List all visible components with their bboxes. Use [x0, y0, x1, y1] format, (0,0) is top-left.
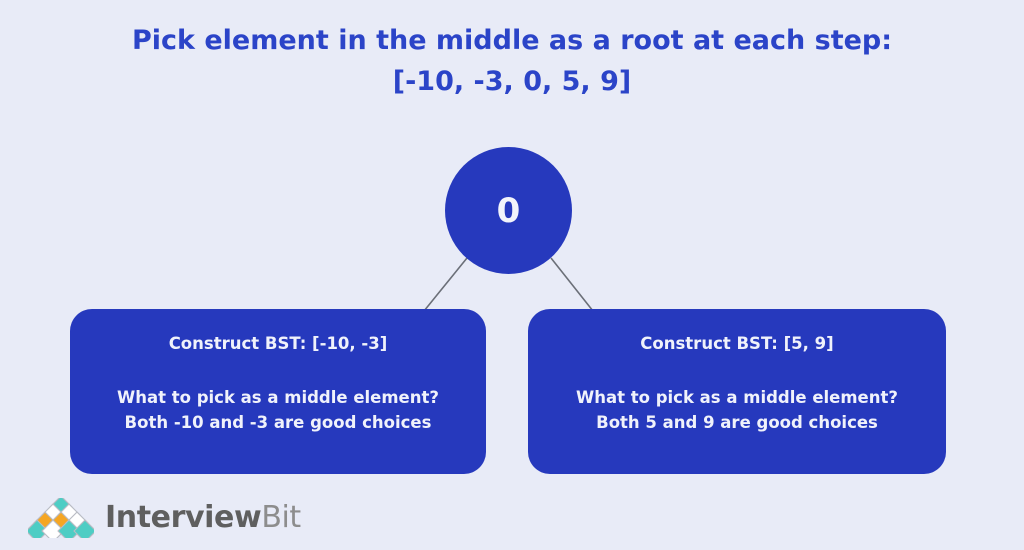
left-child-body: What to pick as a middle element? Both -… — [117, 385, 439, 436]
page-title: Pick element in the middle as a root at … — [0, 20, 1024, 102]
tree-root-node[interactable]: 0 — [445, 147, 572, 274]
edge-root-to-left-child — [423, 257, 468, 312]
left-child-title: Construct BST: [-10, -3] — [168, 334, 388, 353]
page-title-line-2: [-10, -3, 0, 5, 9] — [392, 66, 632, 97]
right-child-question: What to pick as a middle element? — [576, 387, 898, 407]
left-child-box[interactable]: Construct BST: [-10, -3] What to pick as… — [70, 309, 486, 474]
interviewbit-wordmark: InterviewBit — [105, 503, 301, 533]
right-child-box[interactable]: Construct BST: [5, 9] What to pick as a … — [528, 309, 946, 474]
left-child-answer: Both -10 and -3 are good choices — [124, 413, 432, 433]
interviewbit-logo[interactable]: InterviewBit — [28, 494, 301, 542]
page-title-line-1: Pick element in the middle as a root at … — [131, 25, 893, 56]
logo-name-bold: Interview — [105, 500, 262, 535]
interviewbit-diamond-pyramid-icon — [28, 498, 94, 538]
left-child-question: What to pick as a middle element? — [117, 387, 439, 407]
right-child-title: Construct BST: [5, 9] — [640, 334, 834, 353]
logo-name-light: Bit — [261, 500, 301, 535]
tree-root-node-label: 0 — [496, 190, 521, 231]
right-child-body: What to pick as a middle element? Both 5… — [576, 385, 898, 436]
edge-root-to-right-child — [550, 257, 594, 312]
right-child-answer: Both 5 and 9 are good choices — [596, 413, 878, 433]
